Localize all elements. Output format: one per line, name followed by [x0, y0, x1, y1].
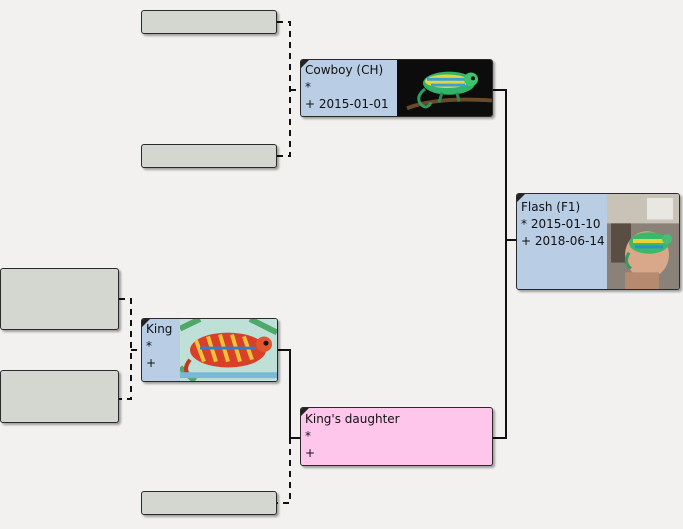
- empty-slot-sire-sire[interactable]: [141, 10, 277, 34]
- animal-card-sire[interactable]: Cowboy (CH) * + 2015-01-01: [300, 59, 493, 117]
- animal-name: Flash (F1): [521, 200, 581, 214]
- connector-king-parents: [119, 298, 132, 400]
- connector-sire-parents: [277, 21, 291, 157]
- animal-born: *: [146, 339, 152, 353]
- animal-card-dam-sire[interactable]: King * +: [141, 318, 278, 382]
- empty-slot-sire-dam[interactable]: [141, 144, 277, 168]
- animal-info: King * +: [146, 321, 172, 372]
- animal-born: *: [305, 80, 311, 94]
- animal-card-subject[interactable]: Flash (F1) * 2015-01-10 + 2018-06-14: [516, 193, 680, 290]
- animal-name: Cowboy (CH): [305, 63, 384, 77]
- connector-king-to-dam: [278, 349, 301, 439]
- card-corner-marker: [517, 194, 525, 202]
- card-corner-marker: [301, 408, 309, 416]
- animal-died: +: [146, 356, 157, 370]
- chameleon-hand-photo: [607, 194, 679, 289]
- connector-sire-to-subject: [493, 89, 507, 439]
- animal-born: * 2015-01-10: [521, 217, 601, 231]
- chameleon-branch-photo: [397, 60, 492, 116]
- empty-slot-king-dam[interactable]: [0, 370, 119, 423]
- connector-dam-dam: [277, 438, 291, 504]
- animal-card-dam[interactable]: King's daughter * +: [300, 407, 493, 466]
- animal-died: + 2015-01-01: [305, 97, 389, 111]
- animal-died: + 2018-06-14: [521, 234, 605, 248]
- animal-info: Cowboy (CH) * + 2015-01-01: [305, 62, 389, 113]
- animal-born: *: [305, 429, 311, 443]
- animal-info: King's daughter * +: [305, 411, 400, 462]
- animal-died: +: [305, 446, 316, 460]
- animal-name: King: [146, 322, 173, 336]
- empty-slot-dam-dam[interactable]: [141, 491, 277, 515]
- animal-name: King's daughter: [305, 412, 400, 426]
- empty-slot-king-sire[interactable]: [0, 268, 119, 330]
- animal-info: Flash (F1) * 2015-01-10 + 2018-06-14: [521, 199, 605, 250]
- panther-chameleon-photo: [180, 319, 277, 381]
- card-corner-marker: [301, 60, 309, 68]
- card-corner-marker: [142, 319, 150, 327]
